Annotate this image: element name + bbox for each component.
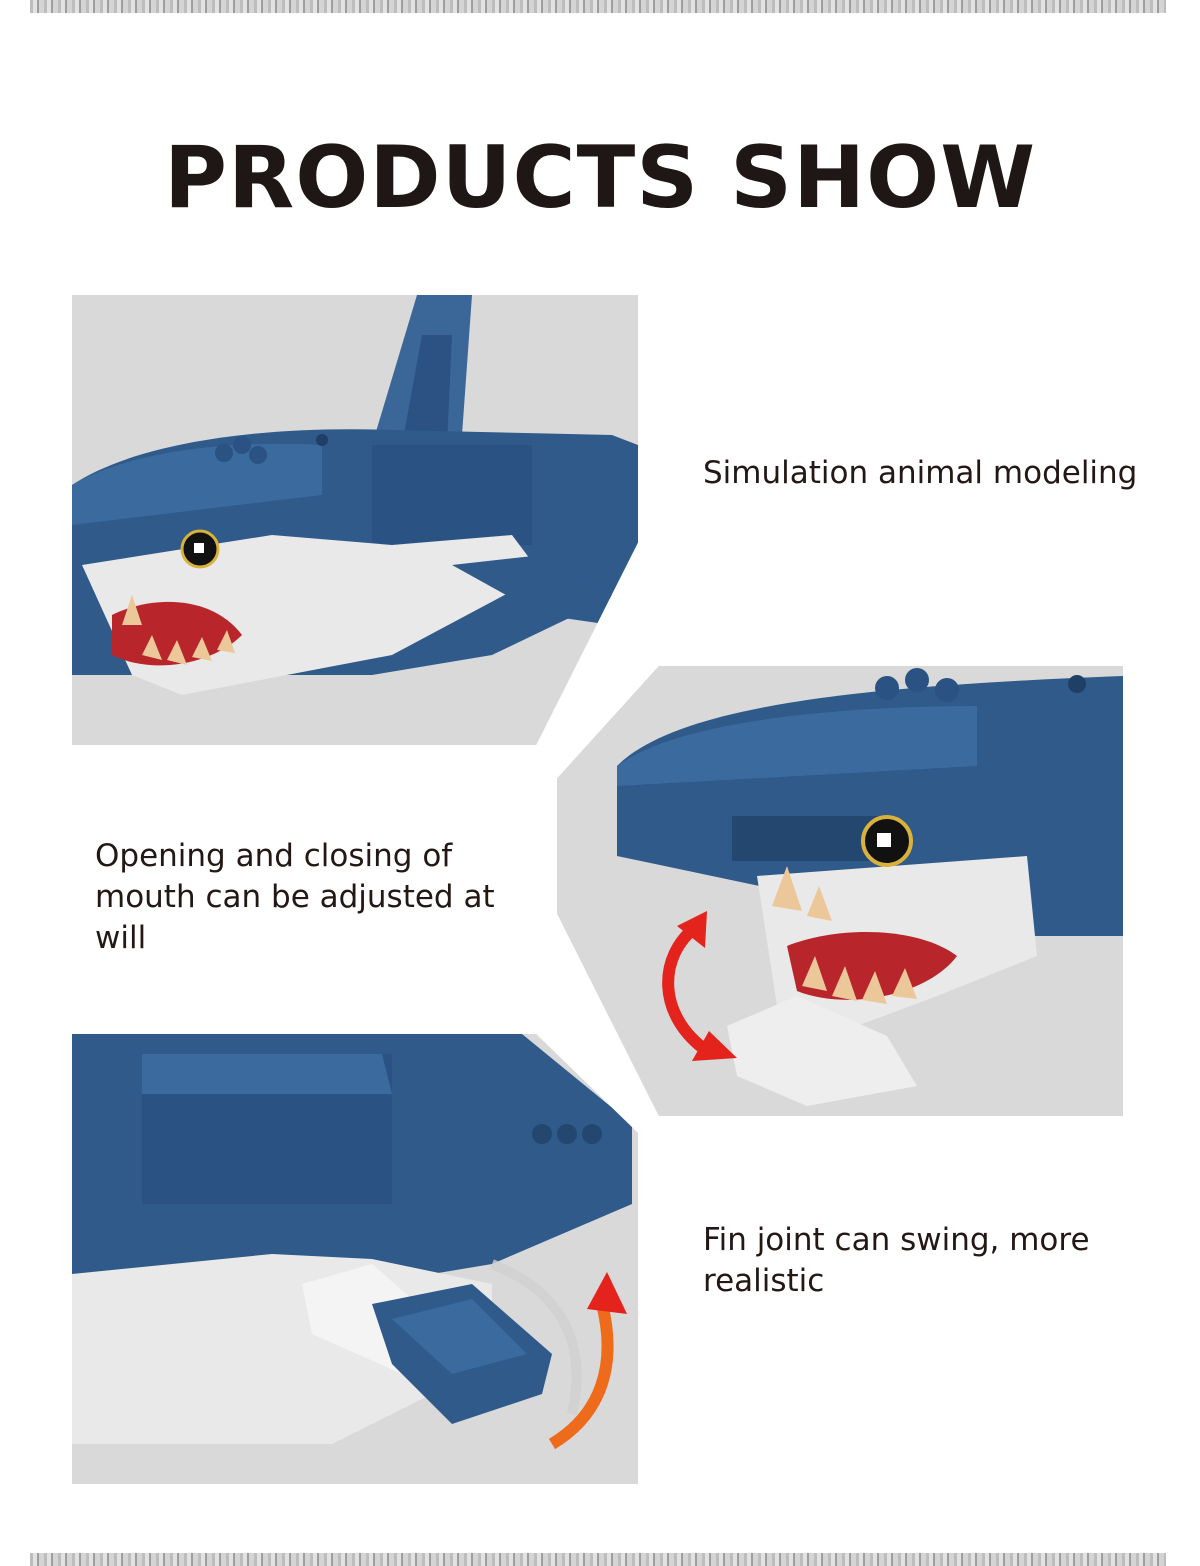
- shark-mouth-illustration: [557, 666, 1123, 1116]
- shark-fin-illustration: [72, 1034, 638, 1484]
- feature-caption-2: Opening and closing of mouth can be adju…: [95, 838, 495, 956]
- product-image-shark-mouth: [557, 666, 1123, 1116]
- decorative-border-top: [30, 0, 1166, 13]
- product-image-shark-body: [72, 295, 638, 745]
- decorative-border-bottom: [30, 1553, 1166, 1566]
- shark-body-illustration: [72, 295, 638, 745]
- product-image-shark-fin: [72, 1034, 638, 1484]
- feature-caption-3: Fin joint can swing, more realistic: [703, 1222, 1090, 1299]
- feature-caption-1: Simulation animal modeling: [703, 455, 1138, 491]
- page-title: PRODUCTS SHOW: [163, 128, 1037, 228]
